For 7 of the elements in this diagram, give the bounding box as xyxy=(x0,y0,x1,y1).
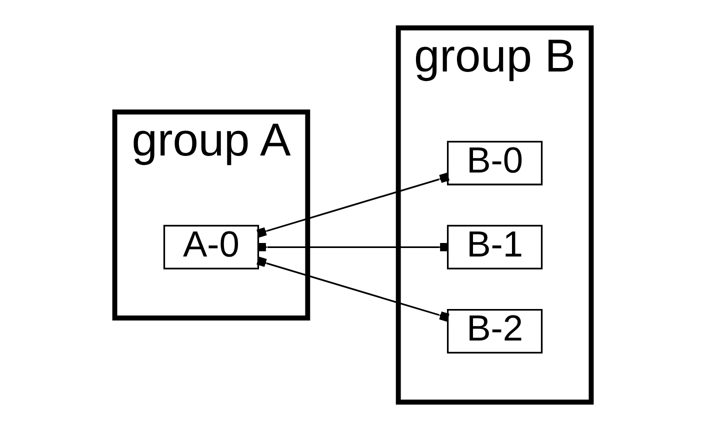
connector xyxy=(257,243,448,252)
connector xyxy=(256,172,449,238)
node-box: A-0 xyxy=(162,224,259,270)
node-box: B-0 xyxy=(446,140,542,186)
node-box: B-2 xyxy=(446,308,542,354)
node-box: B-1 xyxy=(446,224,542,270)
connector xyxy=(256,256,449,322)
